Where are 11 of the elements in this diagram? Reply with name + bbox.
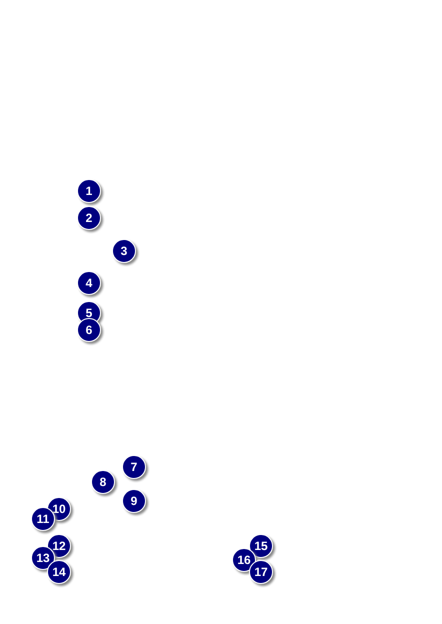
- callout-number: 17: [249, 560, 273, 584]
- callout-number: 2: [77, 206, 101, 230]
- callout-number: 6: [77, 318, 101, 342]
- callout-number: 7: [122, 455, 146, 479]
- callout-number: 9: [122, 489, 146, 513]
- callout-number: 4: [77, 271, 101, 295]
- callout-number: 8: [91, 470, 115, 494]
- callout-number: 16: [232, 548, 256, 572]
- callout-number: 1: [77, 179, 101, 203]
- callout-number: 3: [112, 239, 136, 263]
- callout-number: 15: [249, 534, 273, 558]
